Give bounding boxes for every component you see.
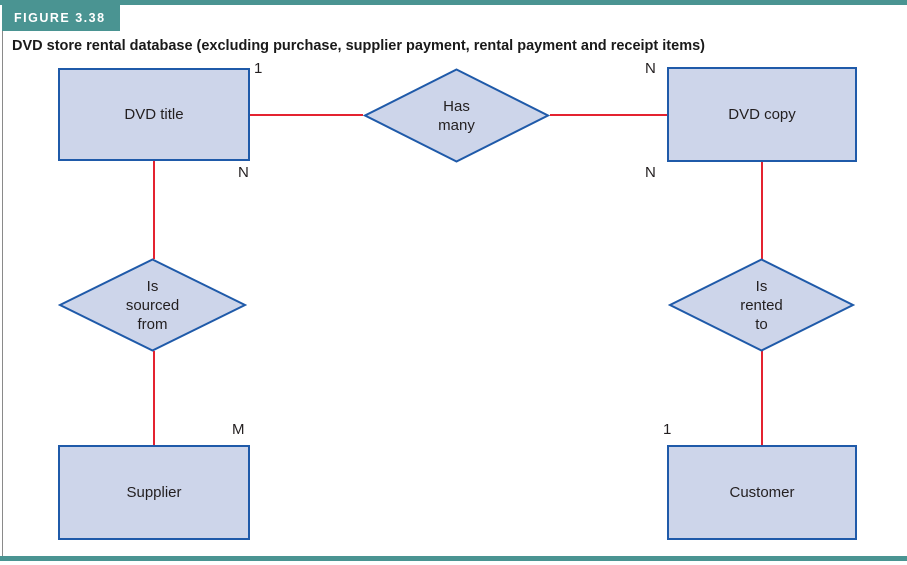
relationship-has-many: Has many — [363, 68, 550, 163]
cardinality-supplier-top: M — [232, 421, 245, 438]
cardinality-dvd-copy-bottom: N — [645, 164, 656, 181]
figure-tag-label: FIGURE 3.38 — [14, 11, 106, 25]
relationship-is-rented-to-label: Is rented to — [740, 277, 783, 333]
diamond-shape — [58, 258, 247, 352]
entity-dvd-title-label: DVD title — [124, 106, 184, 123]
entity-dvd-title: DVD title — [58, 68, 250, 161]
entity-dvd-copy-label: DVD copy — [728, 106, 796, 123]
entity-dvd-copy: DVD copy — [667, 67, 857, 162]
connector-is-sourced-from-to-supplier — [153, 351, 155, 446]
diamond-shape — [668, 258, 855, 352]
entity-customer: Customer — [667, 445, 857, 540]
bottom-accent-bar — [0, 556, 907, 561]
entity-customer-label: Customer — [729, 484, 795, 501]
cardinality-dvd-title-bottom: N — [238, 164, 249, 181]
relationship-is-sourced-from: Is sourced from — [58, 258, 247, 352]
cardinality-customer-top: 1 — [663, 421, 672, 438]
figure-caption: DVD store rental database (excluding pur… — [12, 38, 705, 54]
connector-is-rented-to-to-customer — [761, 351, 763, 446]
relationship-has-many-label: Has many — [438, 97, 475, 134]
connector-dvd-copy-to-is-rented-to — [761, 161, 763, 259]
connector-has-many-to-dvd-copy — [550, 114, 667, 116]
top-accent-bar — [0, 0, 907, 5]
connector-dvd-title-to-is-sourced-from — [153, 160, 155, 259]
figure-tag: FIGURE 3.38 — [2, 5, 120, 31]
cardinality-dvd-copy-top: N — [645, 60, 656, 77]
connector-dvd-title-to-has-many — [250, 114, 363, 116]
diamond-shape — [363, 68, 550, 163]
entity-supplier: Supplier — [58, 445, 250, 540]
entity-supplier-label: Supplier — [126, 484, 182, 501]
relationship-is-sourced-from-label: Is sourced from — [125, 277, 180, 333]
left-border-rule — [2, 5, 3, 556]
cardinality-dvd-title-top: 1 — [254, 60, 263, 77]
relationship-is-rented-to: Is rented to — [668, 258, 855, 352]
